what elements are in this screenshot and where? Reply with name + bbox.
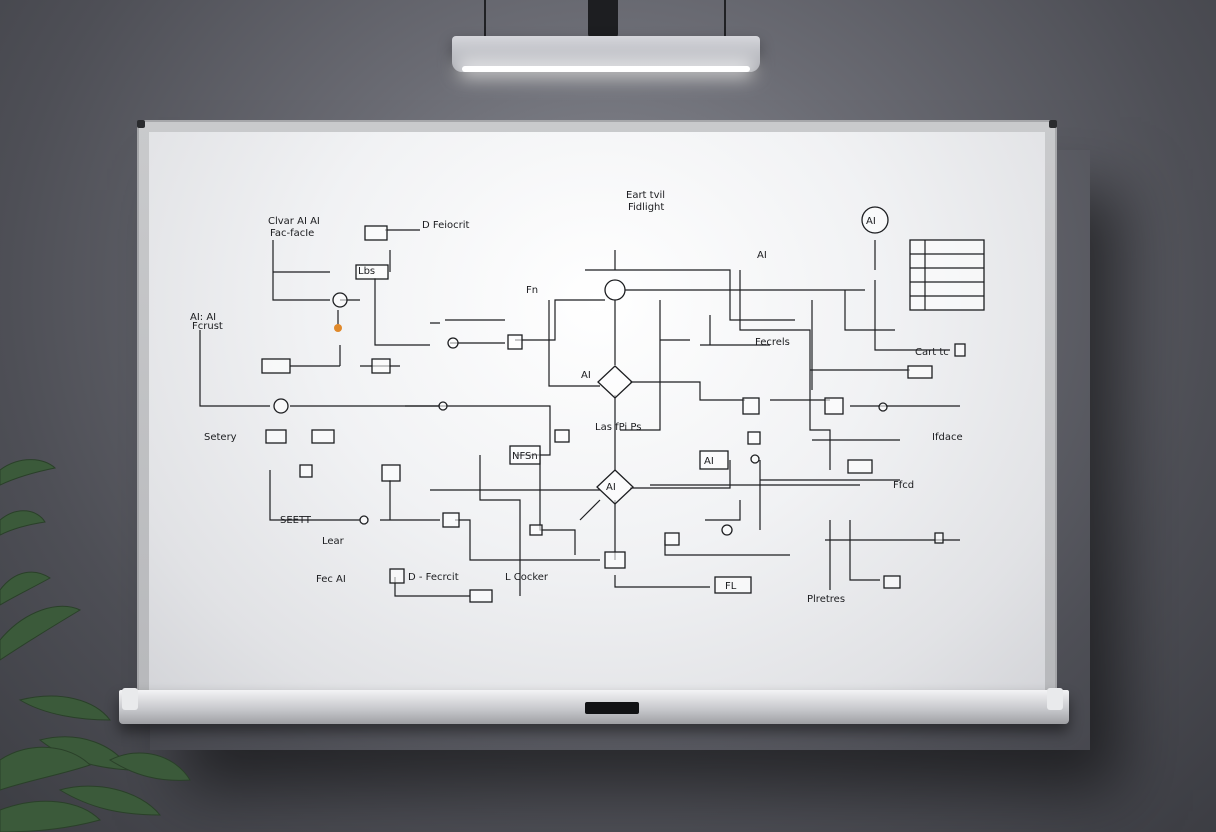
lamp-cable bbox=[484, 0, 486, 40]
lamp-cable bbox=[724, 0, 726, 40]
corner-clip bbox=[1049, 120, 1057, 128]
lamp-mount bbox=[588, 0, 618, 38]
tray-endcap bbox=[122, 688, 138, 710]
whiteboard-surface bbox=[149, 132, 1045, 700]
whiteboard bbox=[137, 120, 1057, 708]
tray-endcap bbox=[1047, 688, 1063, 710]
lamp-light bbox=[462, 66, 750, 72]
corner-clip bbox=[137, 120, 145, 128]
eraser bbox=[585, 702, 639, 714]
